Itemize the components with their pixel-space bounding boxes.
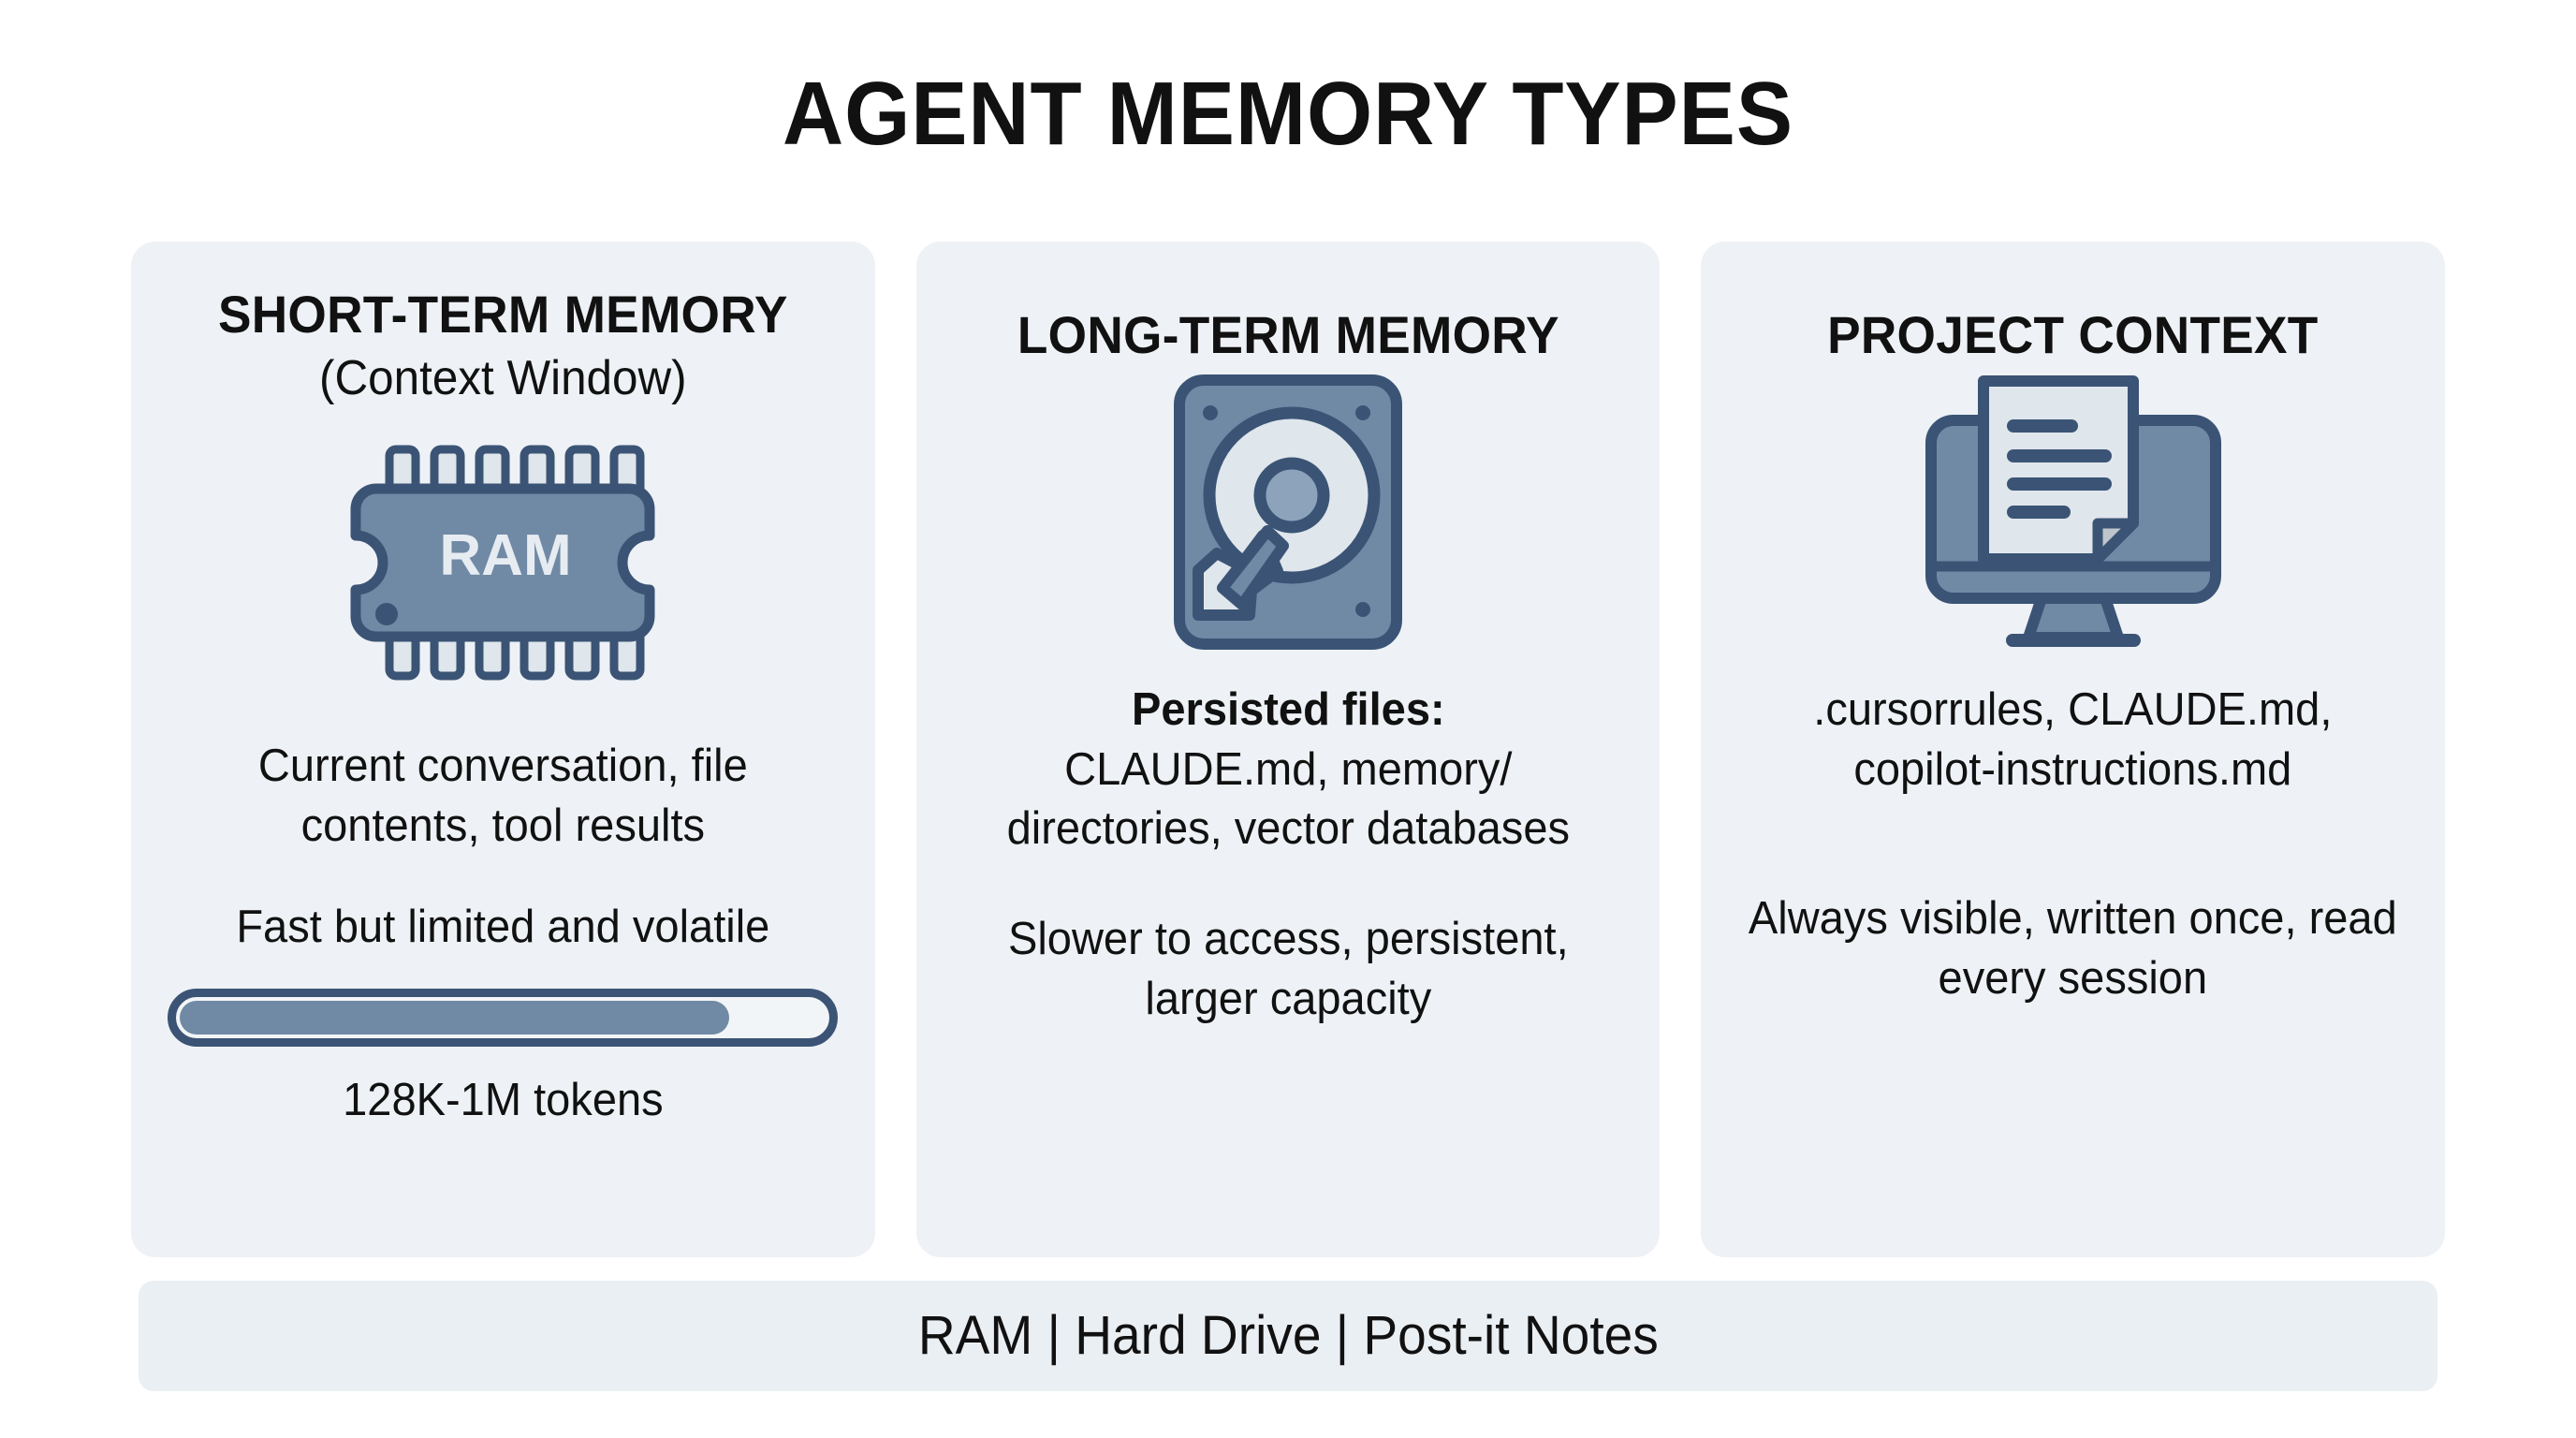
icon-zone <box>1924 372 2223 653</box>
card-title: PROJECT CONTEXT <box>1827 305 2319 364</box>
card-title: SHORT-TERM MEMORY <box>217 285 788 344</box>
context-meter-label: 128K-1M tokens <box>343 1075 664 1126</box>
card-paragraph-1: Persisted files: CLAUDE.md, memory/ dire… <box>955 681 1622 859</box>
ram-chip-icon: RAM <box>350 445 655 681</box>
footer-analogy-text: RAM | Hard Drive | Post-it Notes <box>917 1305 1659 1366</box>
card-project-context: PROJECT CONTEXT <box>1701 242 2446 1257</box>
card-paragraph-2: Always visible, written once, read every… <box>1749 893 2398 1005</box>
card-header: PROJECT CONTEXT <box>1725 305 2421 366</box>
footer-bar: RAM | Hard Drive | Post-it Notes <box>139 1281 2437 1391</box>
card-short-term-memory: SHORT-TERM MEMORY (Context Window) <box>131 242 875 1257</box>
card-title: LONG-TERM MEMORY <box>1017 305 1559 364</box>
card-long-term-memory: LONG-TERM MEMORY Persis <box>915 242 1661 1257</box>
card-header: SHORT-TERM MEMORY (Context Window) <box>155 285 851 407</box>
cards-row: SHORT-TERM MEMORY (Context Window) <box>131 242 2446 1257</box>
icon-zone <box>1173 372 1403 653</box>
card-header: LONG-TERM MEMORY <box>941 305 1636 366</box>
page-title: AGENT MEMORY TYPES <box>783 64 1793 164</box>
context-meter-fill <box>180 1001 729 1035</box>
card-subtitle: (Context Window) <box>319 350 687 405</box>
monitor-document-icon <box>1925 374 2221 647</box>
card-paragraph-1: Current conversation, file contents, too… <box>257 741 748 852</box>
card-paragraph-2: Fast but limited and volatile <box>236 901 770 952</box>
hard-drive-icon <box>1174 374 1402 650</box>
card-paragraph-1: .cursorrules, CLAUDE.md, copilot-instruc… <box>1813 683 2333 795</box>
ram-chip-label: RAM <box>440 523 572 588</box>
context-meter: 128K-1M tokens <box>155 989 851 1131</box>
card-paragraph-1-text: CLAUDE.md, memory/ directories, vector d… <box>1006 743 1570 855</box>
card-paragraph-2: Slower to access, persistent, larger cap… <box>1007 914 1569 1024</box>
icon-zone: RAM <box>348 422 657 703</box>
card-paragraph-1-lead: Persisted files: <box>1131 683 1445 735</box>
context-meter-track <box>168 989 839 1048</box>
